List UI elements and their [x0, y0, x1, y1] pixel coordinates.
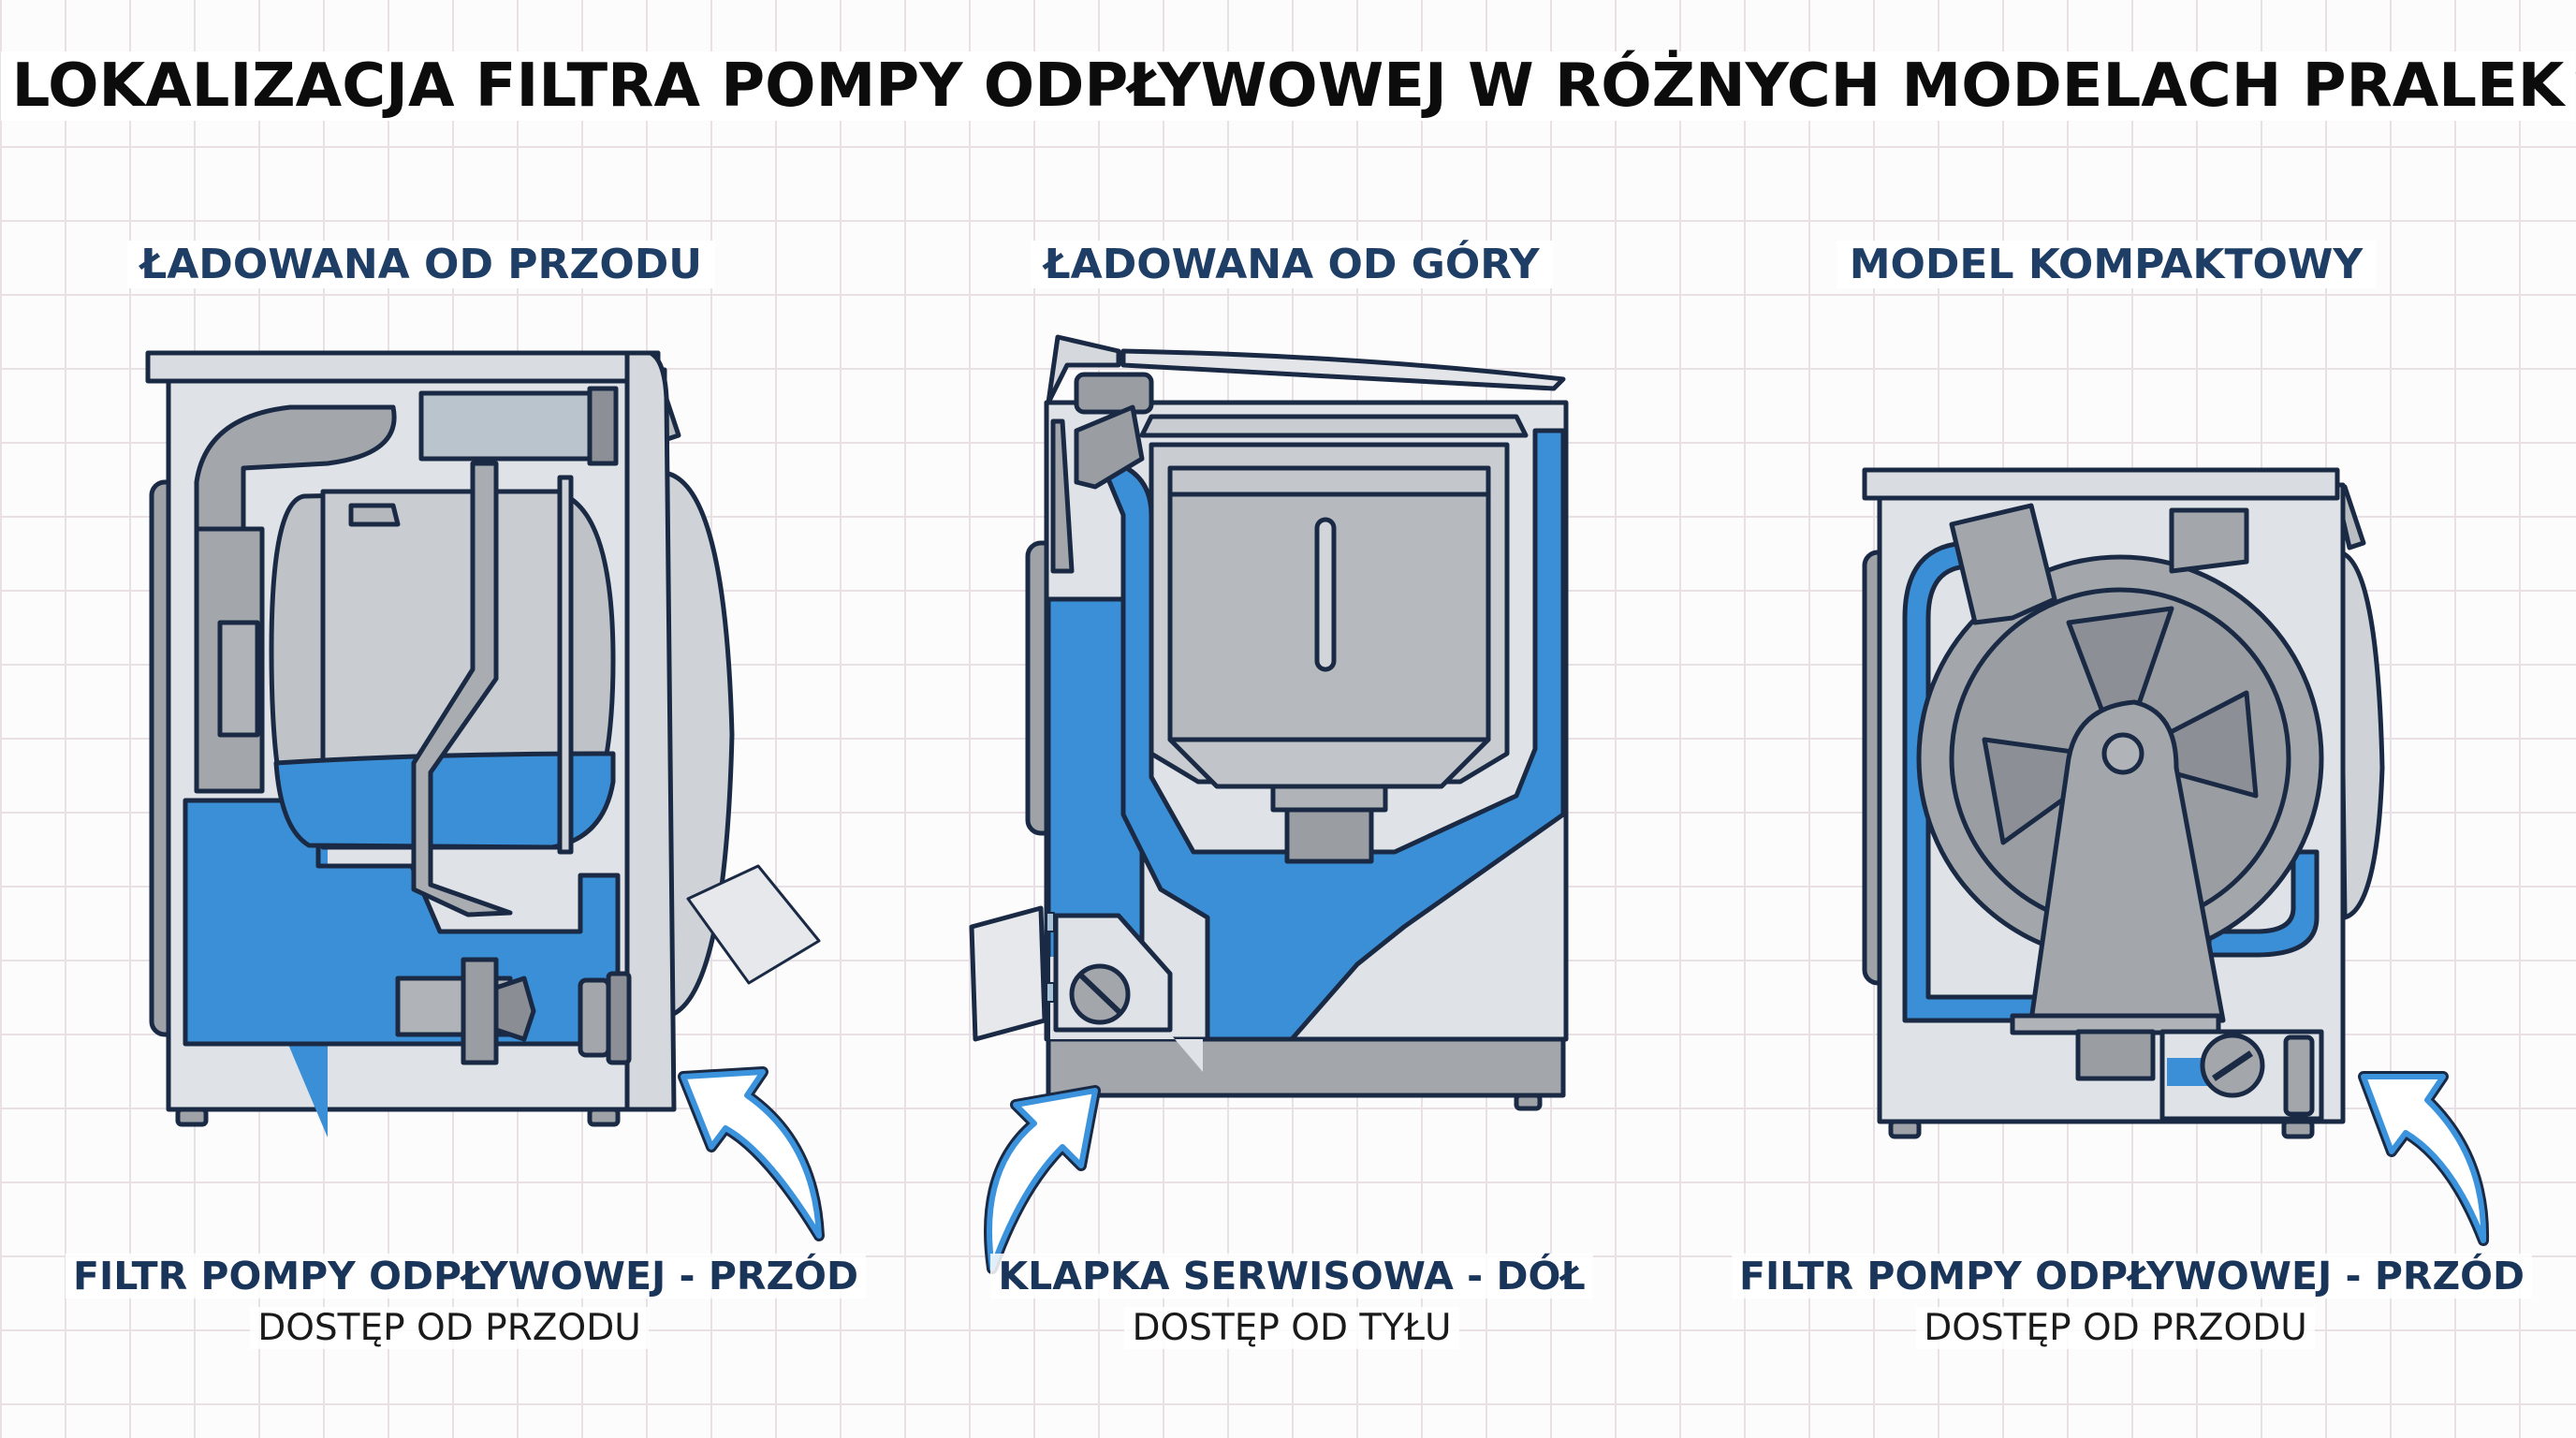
curved-arrow-icon — [984, 1085, 1101, 1274]
heading-top-load: ŁADOWANA OD GÓRY — [964, 237, 1619, 293]
top-load-washer-illustration — [969, 334, 1569, 1111]
curved-arrow-icon — [678, 1066, 825, 1241]
heading-compact: MODEL KOMPAKTOWY — [1778, 237, 2434, 293]
heading-front-load: ŁADOWANA OD PRZODU — [94, 237, 749, 293]
caption-top-load-title: KLAPKA SERWISOWA - DÓŁ — [964, 1250, 1619, 1302]
caption-compact-title: FILTR POMPY ODPŁYWOWEJ - PRZÓD — [1732, 1250, 2533, 1302]
compact-washer-illustration — [1862, 467, 2385, 1139]
front-load-washer-illustration — [145, 350, 821, 1137]
page-title: LOKALIZACJA FILTRA POMPY ODPŁYWOWEJ W RÓ… — [0, 49, 2576, 124]
caption-front-load-title: FILTR POMPY ODPŁYWOWEJ - PRZÓD — [66, 1250, 867, 1302]
caption-front-load-sub: DOSTĘP OD PRZODU — [66, 1304, 833, 1353]
caption-compact-sub: DOSTĘP OD PRZODU — [1732, 1304, 2499, 1353]
curved-arrow-icon — [2358, 1071, 2490, 1246]
caption-top-load-sub: DOSTĘP OD TYŁU — [964, 1304, 1619, 1353]
